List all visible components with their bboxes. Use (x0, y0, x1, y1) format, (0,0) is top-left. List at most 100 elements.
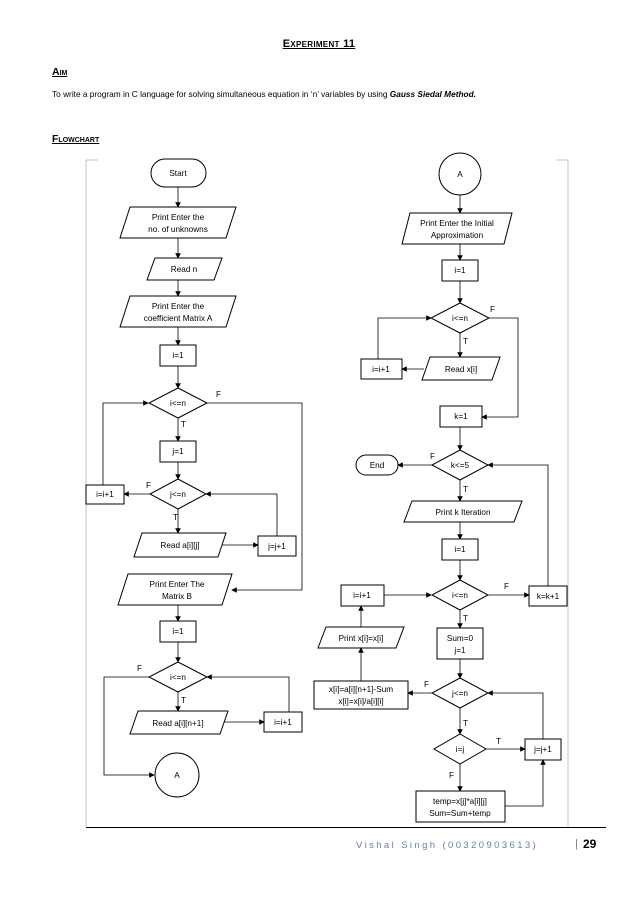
read-ain-io (129, 710, 229, 735)
connector-a-in (438, 152, 482, 196)
inc-j-process (257, 535, 297, 557)
sum-init-label-1: Sum=0 (447, 634, 474, 643)
connector-a-in-label: A (457, 170, 463, 179)
end-label: End (370, 461, 385, 470)
print-xi-io (317, 626, 405, 649)
r-inc-i-label: i=i+1 (372, 365, 390, 374)
inc-j-label: j=j+1 (267, 542, 286, 551)
r-cond-i-label: i<=n (452, 314, 468, 323)
init-k-label: k=1 (454, 412, 468, 421)
r-init-i-b-label: i=1 (454, 545, 466, 554)
r-cond-i-decision (429, 302, 491, 334)
inc-i-b-label: i=i+1 (274, 718, 292, 727)
start-terminal (150, 158, 207, 188)
flowchart-heading: Flowchart (52, 133, 100, 145)
start-label: Start (169, 169, 187, 178)
print-approx-label-2: Approximation (431, 231, 484, 240)
cond-i-true-label: T (181, 420, 186, 429)
cond-ij-false-label: F (449, 771, 454, 780)
calc-x-label-2: x[i]=x[i]/a[i][i] (338, 697, 383, 706)
calc-x-process (313, 680, 409, 710)
r-inc-i-b-label: i=i+1 (353, 591, 371, 600)
cond-i-false-label: F (216, 390, 221, 399)
inc-i-label: i=i+1 (96, 490, 114, 499)
cond-ij-true-label: T (496, 737, 501, 746)
cond-k-decision (430, 449, 490, 481)
init-i-b-label: i=1 (172, 627, 184, 636)
r-cond-j-false-label: F (424, 680, 429, 689)
sum-init-label-2: j=1 (453, 646, 466, 655)
r-cond-i-b-label: i<=n (452, 591, 468, 600)
connector-a-out-label: A (174, 771, 180, 780)
calc-x-label-1: x[i]=a[i][n+1]-Sum (329, 685, 393, 694)
cond-j-false-label: F (146, 481, 151, 490)
r-cond-i-b-false-label: F (504, 582, 509, 591)
init-i-label: i=1 (172, 351, 184, 360)
print-coeff-label-2: coefficient Matrix A (144, 314, 213, 323)
init-k-process (439, 405, 483, 428)
aim-heading: Aim (52, 66, 68, 78)
read-n-label: Read n (171, 265, 198, 274)
print-b-label-1: Print Enter The (150, 580, 205, 589)
read-xi-io (421, 356, 501, 381)
cond-ij-decision (432, 733, 488, 765)
r-cond-i-false-label: F (490, 305, 495, 314)
temp-label-2: Sum=Sum+temp (429, 809, 491, 818)
cond-k-false-label: F (430, 452, 435, 461)
temp-process (415, 790, 506, 823)
print-k-label: Print k Iteration (435, 508, 491, 517)
footer-rule (86, 827, 606, 828)
init-j-process (159, 440, 197, 463)
aim-text-method: Gauss Siedal Method. (389, 89, 476, 99)
print-b-io (117, 573, 233, 606)
r-inc-i-process (360, 358, 403, 380)
r-inc-i-b-process (340, 584, 385, 607)
footer-separator: | (575, 838, 578, 850)
read-aij-io (133, 532, 227, 558)
cond-ij-label: i=j (456, 745, 465, 754)
r-cond-i-b-true-label: T (463, 614, 468, 623)
r-cond-i-true-label: T (463, 337, 468, 346)
end-terminal (355, 454, 399, 476)
footer-author: Vishal Singh (00320903613) (356, 840, 539, 851)
print-xi-label: Print x[i]=x[i] (339, 634, 384, 643)
sum-init-process (436, 627, 484, 660)
print-approx-io (401, 212, 513, 245)
cond-i-label: i<=n (170, 399, 186, 408)
experiment-title: Experiment 11 (282, 38, 356, 50)
aim-text: To write a program in C language for sol… (52, 89, 476, 99)
read-ain-label: Read a[i][n+1] (152, 719, 203, 728)
temp-label-1: temp=x[j]*a[i][j] (433, 797, 487, 806)
print-b-label-2: Matrix B (162, 592, 193, 601)
print-approx-label-1: Print Enter the Initial (420, 219, 494, 228)
print-unknowns-io (119, 206, 237, 239)
print-coeff-io (119, 295, 237, 328)
r-cond-j-decision (430, 677, 490, 709)
cond-i-decision (147, 387, 209, 419)
cond-j-decision (148, 478, 208, 510)
r-inc-j-label: j=j+1 (533, 745, 552, 754)
cond-i-b-true-label: T (181, 696, 186, 705)
connector-a-out (154, 752, 200, 798)
left-flow: Start Print Enter the no. of unknowns Re… (85, 158, 303, 798)
cond-j-true-label: T (173, 513, 178, 522)
read-xi-label: Read x[i] (445, 365, 477, 374)
r-cond-i-b-decision (430, 579, 490, 611)
init-i-process (159, 344, 197, 367)
cond-k-true-label: T (463, 485, 468, 494)
print-k-io (403, 500, 523, 523)
page-number: 29 (583, 837, 597, 851)
r-init-i-label: i=1 (454, 266, 466, 275)
cond-i-b-false-label: F (137, 664, 142, 673)
r-init-i-b-process (441, 538, 479, 561)
init-i-b-process (159, 620, 197, 643)
cond-j-label: j<=n (169, 490, 186, 499)
init-j-label: j=1 (171, 447, 184, 456)
inc-i-b-process (263, 711, 303, 733)
r-inc-j-process (524, 738, 562, 761)
inc-k-process (528, 585, 568, 607)
print-coeff-label-1: Print Enter the (152, 302, 205, 311)
print-unknowns-label-2: no. of unknowns (148, 225, 208, 234)
inc-i-process (85, 484, 125, 505)
